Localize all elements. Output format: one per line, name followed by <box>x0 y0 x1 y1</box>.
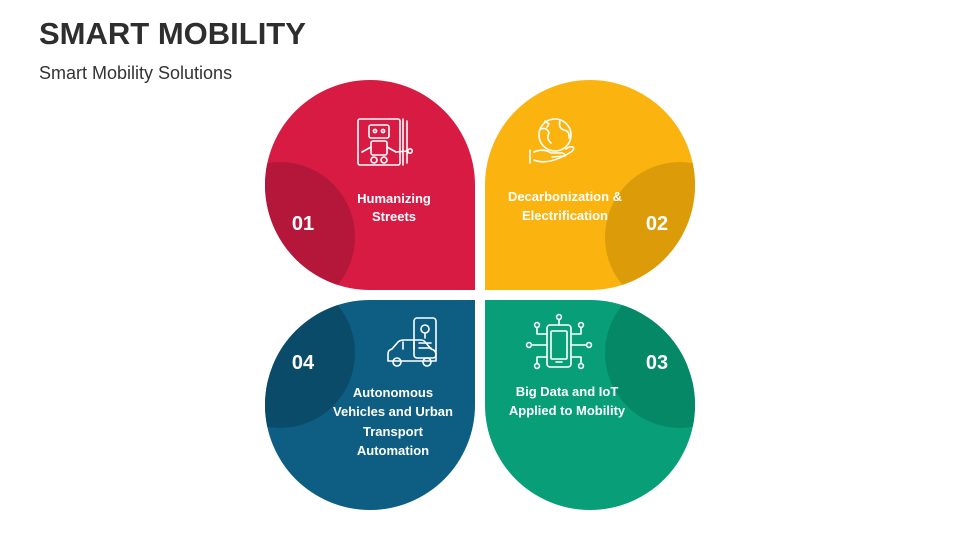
petal-01-number: 01 <box>292 213 314 235</box>
petal-04: Autonomous Vehicles and Urban Transport … <box>265 300 475 510</box>
petal-03-label-line-2: Applied to Mobility <box>509 403 626 418</box>
petal-01-label-line-2: Streets <box>372 209 416 224</box>
petal-03-number: 03 <box>646 352 668 374</box>
page-title: SMART MOBILITY <box>39 16 306 51</box>
petal-03-label-line-1: Big Data and IoT <box>516 384 619 399</box>
petal-01-label-line-1: Humanizing <box>357 191 431 206</box>
petal-02-shade <box>605 162 695 290</box>
petal-03: Big Data and IoT Applied to Mobility 03 <box>485 300 695 510</box>
petal-01: Humanizing Streets 01 <box>265 80 475 290</box>
petal-02-label-line-2: Electrification <box>522 208 608 223</box>
petal-02: Decarbonization & Electrification 02 <box>485 80 695 290</box>
petal-04-number: 04 <box>292 352 315 374</box>
petal-02-label-line-1: Decarbonization & <box>508 189 622 204</box>
petal-04-label-line-4: Automation <box>357 443 429 458</box>
petal-04-label-line-2: Vehicles and Urban <box>333 404 453 419</box>
petal-04-label-line-3: Transport <box>363 424 424 439</box>
robot-icon <box>357 118 413 166</box>
petal-02-number: 02 <box>646 213 668 235</box>
page-subtitle: Smart Mobility Solutions <box>39 63 233 83</box>
petal-04-shade <box>265 300 355 428</box>
smartphone-circuit-icon <box>525 313 593 370</box>
petal-03-shade <box>605 300 695 428</box>
globe-hand-icon <box>529 118 575 164</box>
car-location-icon <box>387 317 437 367</box>
petal-01-shade <box>265 162 355 290</box>
petal-04-label-line-1: Autonomous <box>353 385 433 400</box>
